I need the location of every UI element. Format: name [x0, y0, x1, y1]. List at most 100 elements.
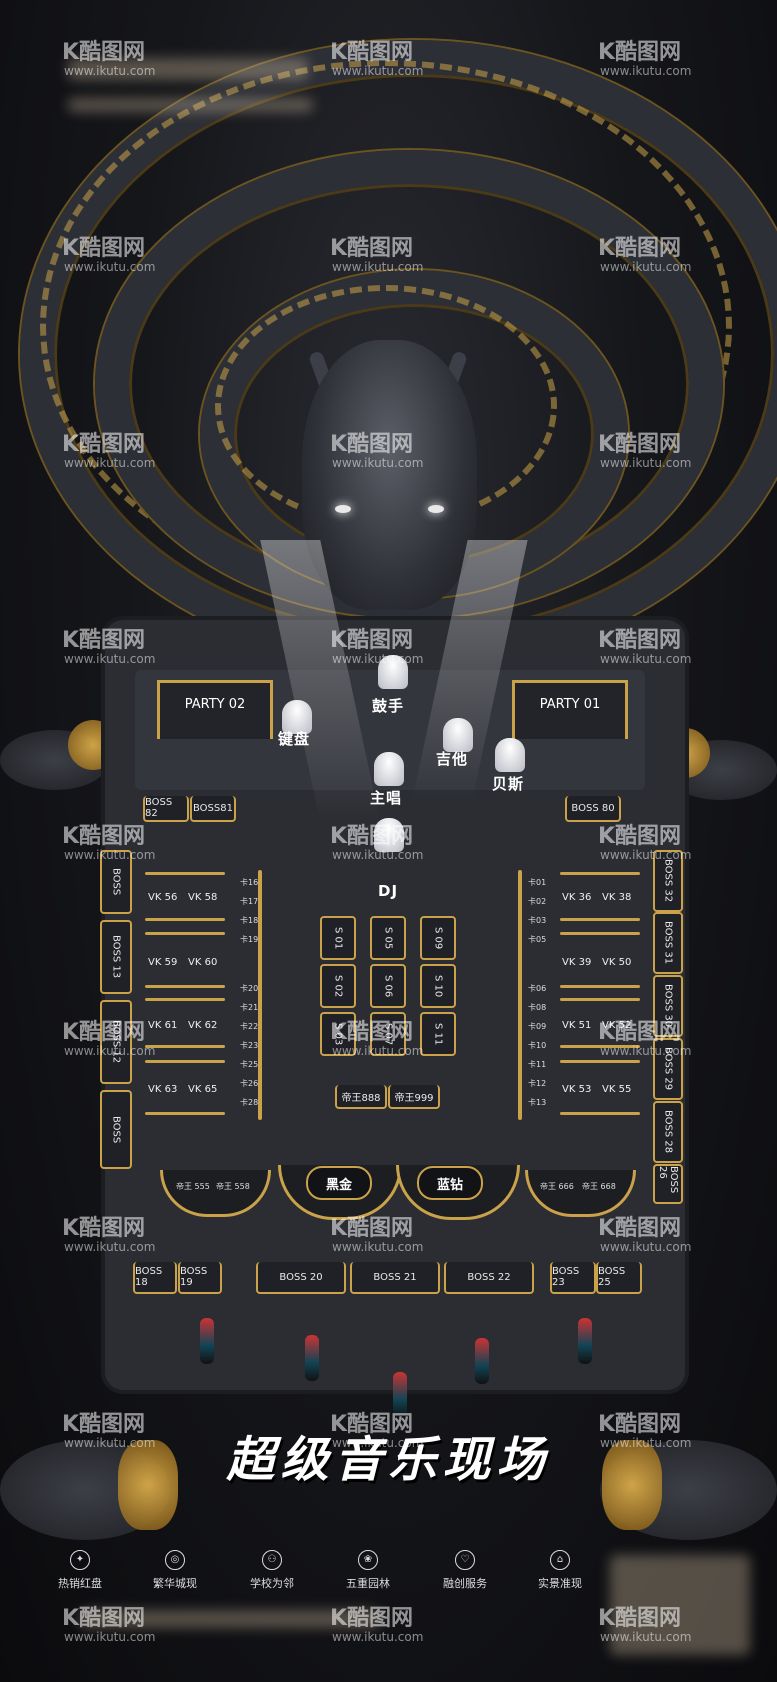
watermark-url: www.ikutu.com	[64, 1044, 156, 1058]
boss-22[interactable]: BOSS 22	[444, 1262, 534, 1294]
right-seat-12[interactable]: 卡12	[528, 1079, 547, 1088]
vk-38[interactable]: VK 38	[602, 892, 632, 903]
watermark-url: www.ikutu.com	[600, 260, 692, 274]
party-room-right[interactable]: PARTY 01	[512, 680, 628, 739]
dancer-figure	[200, 1318, 214, 1364]
boss-20[interactable]: BOSS 20	[256, 1262, 346, 1294]
s-booth-09[interactable]: S 09	[420, 916, 456, 960]
left-seat-16[interactable]: 卡16	[240, 878, 259, 887]
left-seat-17[interactable]: 卡17	[240, 897, 259, 906]
left-seat-28[interactable]: 卡28	[240, 1098, 259, 1107]
boss-28[interactable]: BOSS 28	[653, 1101, 683, 1163]
guitar-figure	[443, 718, 473, 752]
left-seat-25[interactable]: 卡25	[240, 1060, 259, 1069]
garden-icon: ❀	[358, 1550, 378, 1570]
vk-60[interactable]: VK 60	[188, 957, 218, 968]
right-seat-10[interactable]: 卡10	[528, 1041, 547, 1050]
watermark-logo: K酷图网	[62, 1606, 146, 1631]
right-seat-11[interactable]: 卡11	[528, 1060, 547, 1069]
left-seat-21[interactable]: 卡21	[240, 1003, 259, 1012]
watermark-logo: K酷图网	[62, 432, 146, 457]
vk-51[interactable]: VK 51	[562, 1020, 592, 1031]
boss-29[interactable]: BOSS 29	[653, 1038, 683, 1100]
left-seat-23[interactable]: 卡23	[240, 1041, 259, 1050]
left-seat-22[interactable]: 卡22	[240, 1022, 259, 1031]
boss-left-1[interactable]: BOSS	[100, 850, 132, 914]
boss-31[interactable]: BOSS 31	[653, 912, 683, 974]
booth-888[interactable]: 帝王888	[335, 1085, 387, 1109]
s-booth-06[interactable]: S 06	[370, 964, 406, 1008]
boss-23[interactable]: BOSS 23	[550, 1262, 596, 1294]
vk-58[interactable]: VK 58	[188, 892, 218, 903]
s-booth-05[interactable]: S 05	[370, 916, 406, 960]
blue-diamond-booth[interactable]: 蓝钻	[417, 1166, 483, 1200]
s-booth-07[interactable]: S 07	[370, 1012, 406, 1056]
vk-65[interactable]: VK 65	[188, 1084, 218, 1095]
boss-left-2[interactable]: BOSS 13	[100, 920, 132, 994]
right-seat-01[interactable]: 卡01	[528, 878, 547, 887]
dancer-figure	[578, 1318, 592, 1364]
vocal-label: 主唱	[370, 789, 403, 807]
feature-garden: ❀五重园林	[318, 1550, 418, 1591]
watermark-logo: K酷图网	[62, 824, 146, 849]
gold-claw-bottom-right	[602, 1440, 662, 1530]
drummer-figure	[378, 655, 408, 689]
black-gold-booth[interactable]: 黑金	[306, 1166, 372, 1200]
boss-32[interactable]: BOSS 32	[653, 850, 683, 912]
right-seat-08[interactable]: 卡08	[528, 1003, 547, 1012]
booth-558[interactable]: 帝王 558	[216, 1182, 250, 1191]
seat-line	[145, 872, 225, 875]
boss-18[interactable]: BOSS 18	[133, 1262, 177, 1294]
left-seat-26[interactable]: 卡26	[240, 1079, 259, 1088]
boss-25[interactable]: BOSS 25	[596, 1262, 642, 1294]
s-booth-10[interactable]: S 10	[420, 964, 456, 1008]
vk-61[interactable]: VK 61	[148, 1020, 178, 1031]
boss-26[interactable]: BOSS 26	[653, 1164, 683, 1204]
school-icon: ⚇	[262, 1550, 282, 1570]
right-seat-09[interactable]: 卡09	[528, 1022, 547, 1031]
watermark-logo: K酷图网	[62, 1412, 146, 1437]
boss-82[interactable]: BOSS 82	[143, 796, 189, 822]
keyboard-figure	[282, 700, 312, 734]
boss-21[interactable]: BOSS 21	[350, 1262, 440, 1294]
vk-53[interactable]: VK 53	[562, 1084, 592, 1095]
dancer-figure	[393, 1372, 407, 1418]
right-seat-06[interactable]: 卡06	[528, 984, 547, 993]
boss-left-4[interactable]: BOSS	[100, 1090, 132, 1169]
booth-668[interactable]: 帝王 668	[582, 1182, 616, 1191]
seat-line	[560, 918, 640, 921]
right-seat-13[interactable]: 卡13	[528, 1098, 547, 1107]
vk-36[interactable]: VK 36	[562, 892, 592, 903]
boss-left-3[interactable]: BOSS 12	[100, 1000, 132, 1084]
s-booth-11[interactable]: S 11	[420, 1012, 456, 1056]
left-seat-20[interactable]: 卡20	[240, 984, 259, 993]
boss-30[interactable]: BOSS 30	[653, 975, 683, 1037]
party-room-left[interactable]: PARTY 02	[157, 680, 273, 739]
boss-81[interactable]: BOSS81	[190, 796, 236, 822]
right-seat-05[interactable]: 卡05	[528, 935, 547, 944]
booth-999[interactable]: 帝王999	[388, 1085, 440, 1109]
left-seat-18[interactable]: 卡18	[240, 916, 259, 925]
right-seat-02[interactable]: 卡02	[528, 897, 547, 906]
blurred-subtitle	[68, 98, 313, 112]
s-booth-grid: S 01 S 05 S 09 S 02 S 06 S 10 S 03 S 07 …	[312, 910, 462, 1060]
s-booth-01[interactable]: S 01	[320, 916, 356, 960]
watermark-url: www.ikutu.com	[64, 260, 156, 274]
left-seat-19[interactable]: 卡19	[240, 935, 259, 944]
s-booth-03[interactable]: S 03	[320, 1012, 356, 1056]
boss-19[interactable]: BOSS 19	[178, 1262, 222, 1294]
vk-56[interactable]: VK 56	[148, 892, 178, 903]
vk-39[interactable]: VK 39	[562, 957, 592, 968]
booth-555[interactable]: 帝王 555	[176, 1182, 210, 1191]
watermark-logo: K酷图网	[598, 1606, 682, 1631]
vk-52[interactable]: VK 52	[602, 1020, 632, 1031]
vk-63[interactable]: VK 63	[148, 1084, 178, 1095]
booth-666[interactable]: 帝王 666	[540, 1182, 574, 1191]
vk-55[interactable]: VK 55	[602, 1084, 632, 1095]
vk-59[interactable]: VK 59	[148, 957, 178, 968]
vk-50[interactable]: VK 50	[602, 957, 632, 968]
s-booth-02[interactable]: S 02	[320, 964, 356, 1008]
boss-80[interactable]: BOSS 80	[565, 796, 621, 822]
right-seat-03[interactable]: 卡03	[528, 916, 547, 925]
vk-62[interactable]: VK 62	[188, 1020, 218, 1031]
